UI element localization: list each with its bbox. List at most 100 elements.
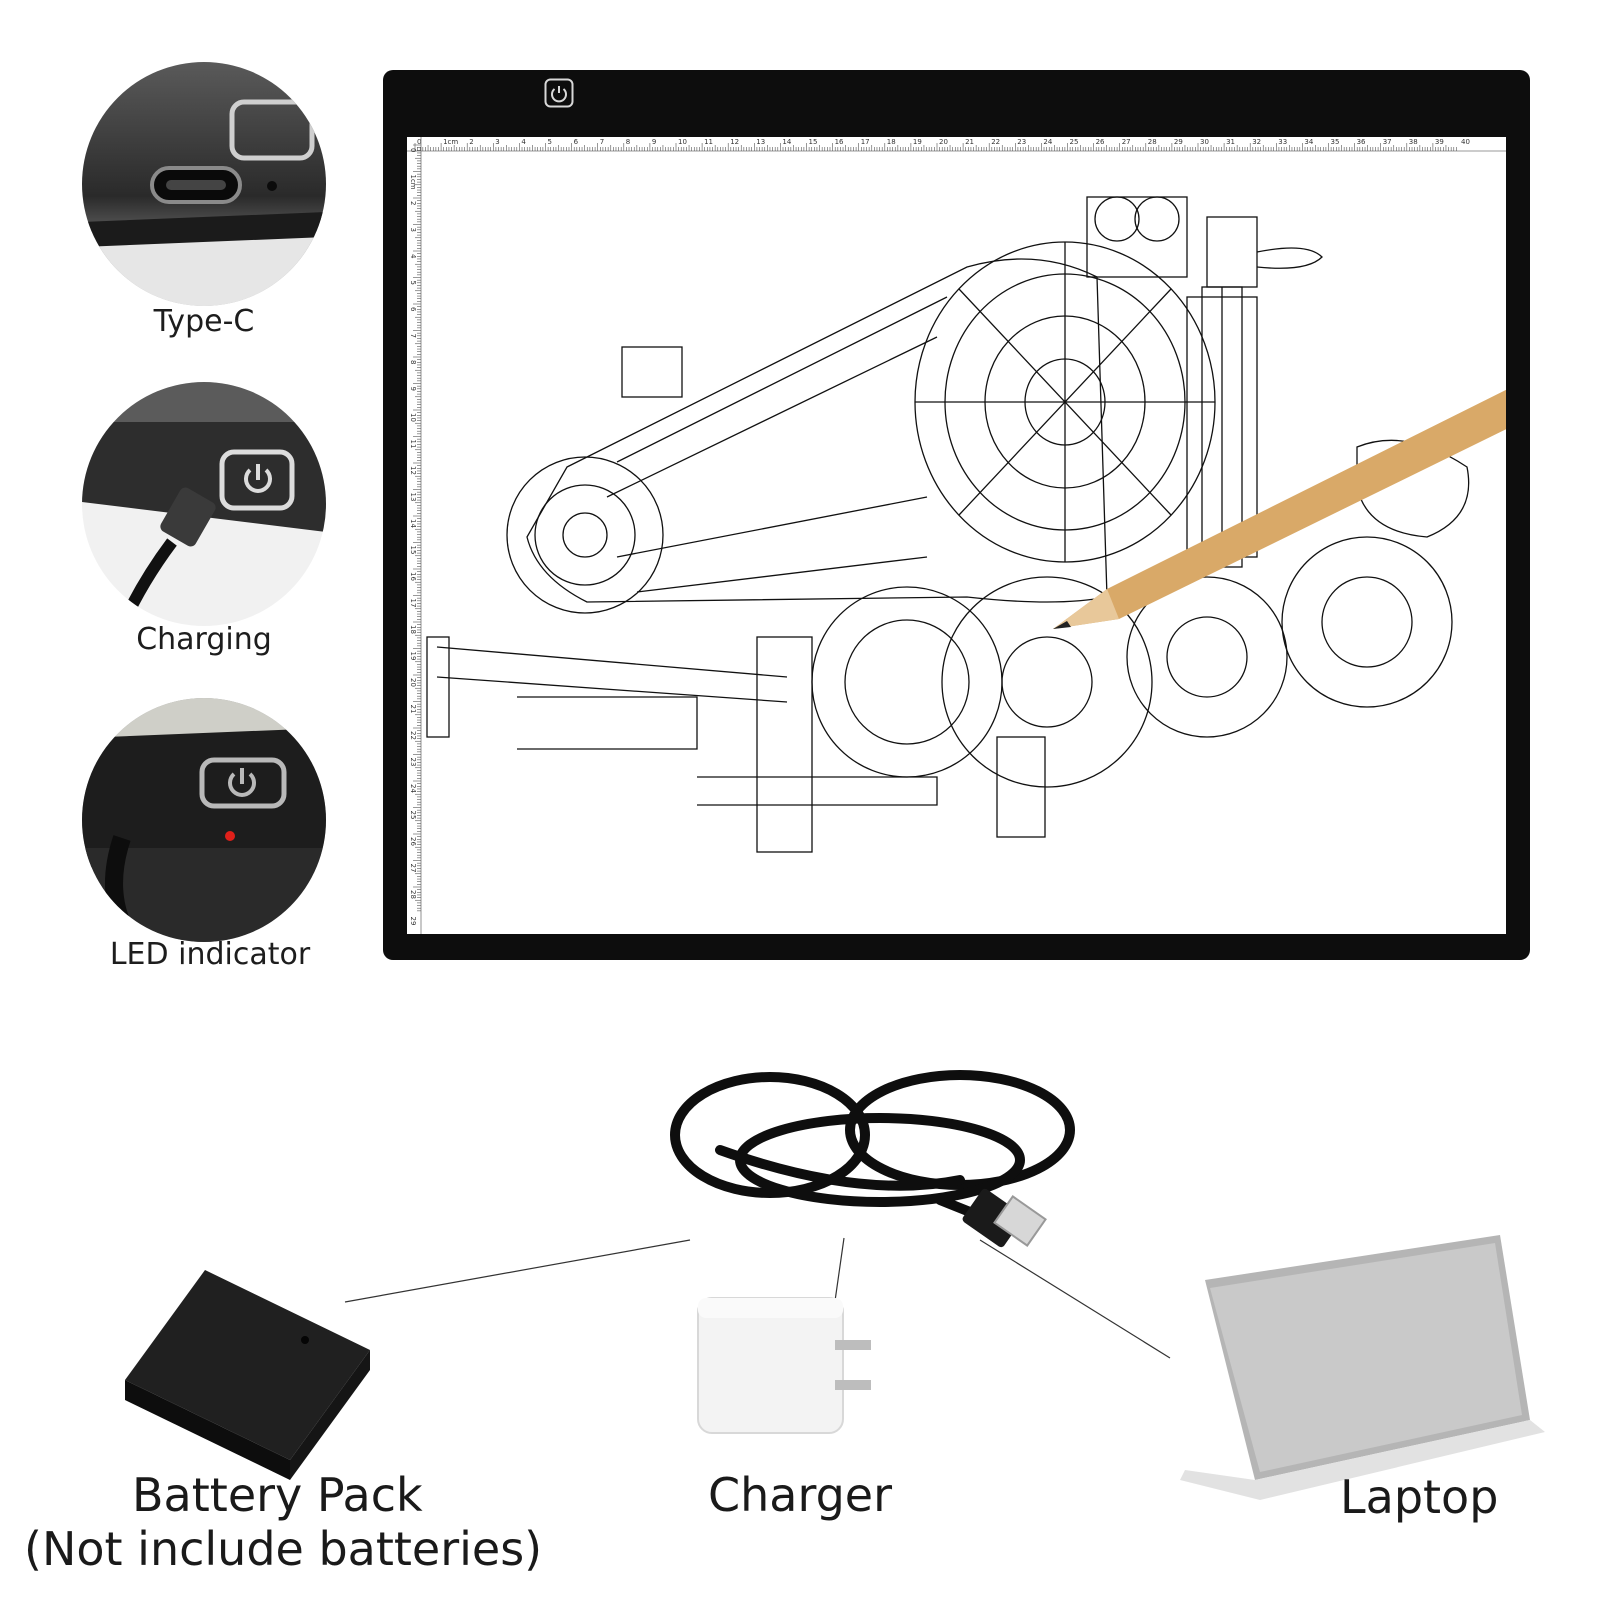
ruler-top-number: 33: [1278, 138, 1287, 146]
ruler-top-number: 16: [835, 138, 844, 146]
battery-note-label: (Not include batteries): [24, 1522, 543, 1576]
ruler-top-number: 39: [1435, 138, 1444, 146]
battery-pack-icon: [125, 1270, 370, 1480]
ruler-top-number: 26: [1096, 138, 1105, 146]
power-touch-icon: [219, 449, 295, 511]
ruler-top-number: 2: [469, 138, 473, 146]
detail-type-c-image: [82, 62, 326, 306]
ruler-top-number: 5: [548, 138, 552, 146]
ruler-left-number: 22: [409, 731, 417, 740]
detail-led-label: LED indicator: [109, 937, 311, 972]
ruler-left-number: 1cm: [409, 175, 417, 190]
ruler-left-number: 3: [409, 228, 417, 232]
ruler-top-number: 12: [730, 138, 739, 146]
ruler-top-number: 40: [1461, 138, 1470, 146]
charger-icon: [697, 1297, 871, 1434]
ruler-left-number: 10: [409, 413, 417, 422]
ruler-left-number: 25: [409, 811, 417, 820]
ruler-left-number: 8: [409, 360, 417, 364]
ruler-top-number: 29: [1174, 138, 1183, 146]
ruler-left-number: 14: [409, 519, 417, 528]
ruler-left-number: 27: [409, 864, 417, 873]
ruler-top-number: 11: [704, 138, 713, 146]
ruler-left-number: 5: [409, 281, 417, 285]
ruler-top-number: 28: [1148, 138, 1157, 146]
ruler-left-number: 2: [409, 201, 417, 205]
ruler-left-number: 16: [409, 572, 417, 581]
ruler-left-number: 17: [409, 599, 417, 608]
ruler-top-number: 15: [809, 138, 818, 146]
ruler-left-number: 7: [409, 334, 417, 338]
ruler-top-number: 31: [1226, 138, 1235, 146]
laptop-icon: [1180, 1235, 1545, 1500]
ruler-top-number: 14: [782, 138, 791, 146]
detail-type-c-label: Type-C: [153, 304, 255, 339]
ruler-left-number: 12: [409, 466, 417, 475]
ruler-top-number: 32: [1252, 138, 1261, 146]
detail-charging-label: Charging: [136, 622, 272, 657]
ruler-top-number: 27: [1122, 138, 1131, 146]
charger-label: Charger: [708, 1468, 892, 1522]
ruler-top-number: 35: [1331, 138, 1340, 146]
ruler-left-number: 26: [409, 837, 417, 846]
ruler-left-number: 29: [409, 917, 417, 926]
connector-line-battery: [344, 1239, 691, 1303]
ruler-top-number: 21: [965, 138, 974, 146]
ruler-top-number: 34: [1304, 138, 1313, 146]
ruler-left-number: 18: [409, 625, 417, 634]
ruler-top-number: 1cm: [443, 138, 458, 146]
power-icon[interactable]: [544, 78, 574, 108]
ruler-top-number: 10: [678, 138, 687, 146]
ruler-top-number: 4: [521, 138, 526, 146]
detail-charging-image: [82, 382, 326, 626]
usb-a-plug-icon: [962, 1188, 1047, 1248]
ruler-top-number: 13: [756, 138, 765, 146]
ruler-top-number: 22: [991, 138, 1000, 146]
connector-line-charger: [833, 1237, 845, 1309]
battery-pack-label: Battery Pack: [132, 1468, 423, 1522]
ruler-left-number: 13: [409, 493, 417, 502]
ruler-top-number: 17: [861, 138, 870, 146]
ruler-top-number: 7: [600, 138, 604, 146]
ruler-left-number: 28: [409, 890, 417, 899]
ruler-left-number: 19: [409, 652, 417, 661]
ruler-top-number: 9: [652, 138, 656, 146]
ruler-top-number: 37: [1383, 138, 1392, 146]
connector-line-laptop: [979, 1239, 1171, 1359]
power-touch-icon: [199, 757, 287, 809]
ruler-top-number: 3: [495, 138, 499, 146]
pencil-image: [1053, 389, 1506, 629]
ruler-left-number: 4: [409, 254, 417, 259]
ruler-left: 01cm234567891011121314151617181920212223…: [409, 137, 422, 934]
ruler-left-number: 9: [409, 387, 417, 391]
ruler-top-number: 23: [1017, 138, 1026, 146]
ruler-top-number: 24: [1043, 138, 1052, 146]
ruler-top-number: 6: [574, 138, 579, 146]
ruler-left-number: 15: [409, 546, 417, 555]
laptop-label: Laptop: [1340, 1470, 1499, 1524]
usb-c-port-icon: [150, 166, 242, 204]
ruler-left-number: 6: [409, 307, 417, 312]
ruler-left-number: 11: [409, 440, 417, 449]
ruler-left-number: 24: [409, 784, 417, 793]
ruler-top-number: 25: [1070, 138, 1079, 146]
detail-led-image: [82, 698, 326, 942]
ruler-left-number: 0: [409, 148, 417, 152]
ruler-top-number: 0: [417, 138, 421, 146]
engine-wireframe-drawing: [426, 196, 1470, 853]
ruler-top-number: 18: [887, 138, 896, 146]
ruler-top-number: 19: [913, 138, 922, 146]
accessories-illustration: [125, 1070, 1545, 1500]
ruler-top-number: 36: [1357, 138, 1366, 146]
ruler-top-number: 30: [1200, 138, 1209, 146]
usb-cable-icon: [670, 1070, 1075, 1223]
ruler-top-number: 8: [626, 138, 630, 146]
ruler-left-number: 21: [409, 705, 417, 714]
ruler-top-number: 38: [1409, 138, 1418, 146]
led-indicator-icon: [225, 831, 235, 841]
ruler-top-number: 20: [939, 138, 948, 146]
ruler-left-number: 23: [409, 758, 417, 767]
